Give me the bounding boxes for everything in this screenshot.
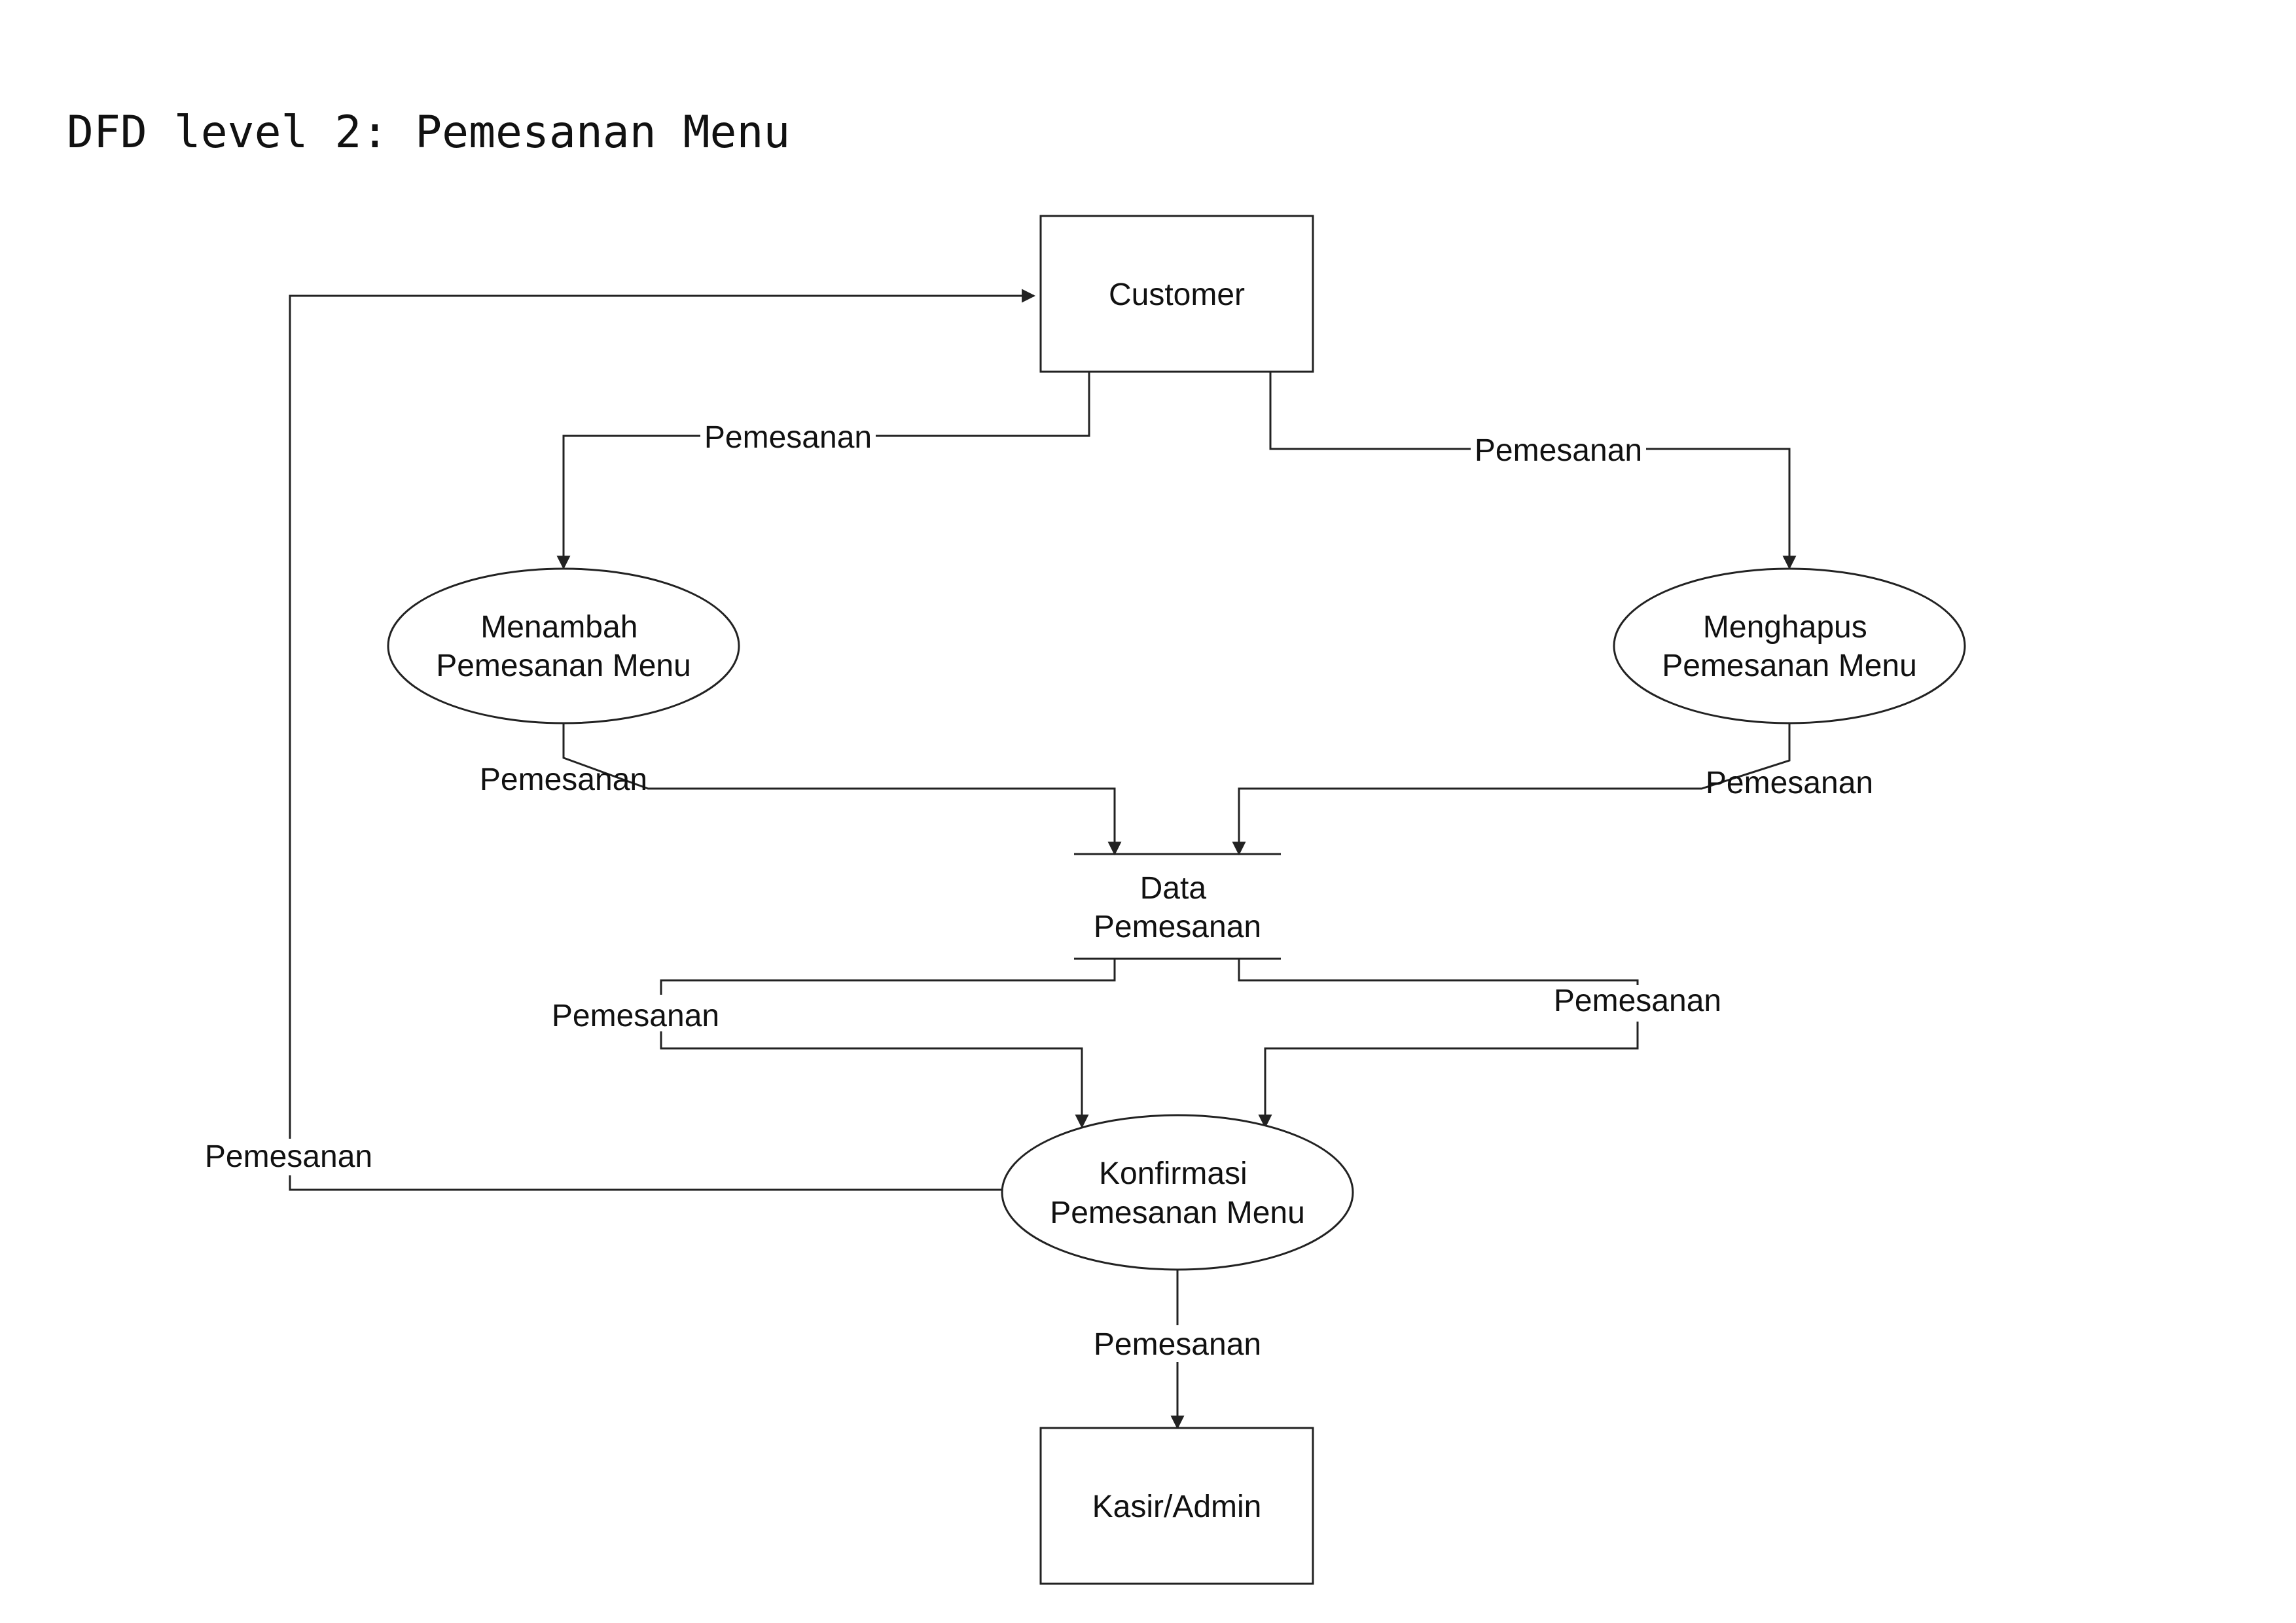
process-menambah-pemesanan-menu[interactable]: Menambah Pemesanan Menu <box>387 567 740 724</box>
process-konfirmasi-line2: Pemesanan Menu <box>1050 1196 1305 1230</box>
flow-label-customer-to-menghapus: Pemesanan <box>1475 433 1642 468</box>
flow-label-customer-to-menambah: Pemesanan <box>704 420 872 455</box>
diagram-title: DFD level 2: Pemesanan Menu <box>67 107 790 158</box>
flow-menghapus-to-store <box>1232 723 1791 856</box>
svg-text:Menghapus Pemesanan Menu: Menghapus Pemesanan Menu <box>1662 610 1917 683</box>
flow-label-store-to-konfirmasi-right: Pemesanan <box>1554 984 1721 1018</box>
process-menghapus-line1: Menghapus <box>1703 610 1867 645</box>
process-konfirmasi-line1: Konfirmasi <box>1099 1156 1247 1191</box>
process-konfirmasi-pemesanan-menu[interactable]: Konfirmasi Pemesanan Menu <box>1001 1114 1354 1271</box>
flow-konfirmasi-to-customer <box>289 289 1036 1191</box>
flow-menambah-to-store <box>562 723 1122 856</box>
entity-kasir-admin[interactable]: Kasir/Admin <box>1039 1427 1314 1585</box>
data-store-line1: Data <box>1140 871 1207 906</box>
svg-text:Menambah Pemesanan Menu: Menambah Pemesanan Menu <box>436 610 691 683</box>
flow-label-store-to-konfirmasi-left: Pemesanan <box>552 999 719 1033</box>
data-store-line2: Pemesanan <box>1094 910 1261 944</box>
svg-text:Data Pemesanan: Data Pemesanan <box>1094 871 1261 944</box>
flow-customer-to-menghapus <box>1269 372 1797 570</box>
process-menambah-line1: Menambah <box>480 610 637 645</box>
flow-customer-to-menambah <box>556 372 1090 570</box>
svg-text:Konfirmasi Pemesanan Men: Konfirmasi Pemesanan Menu <box>1050 1156 1305 1230</box>
entity-customer[interactable]: Customer <box>1039 215 1314 373</box>
entity-customer-label: Customer <box>1109 277 1245 312</box>
process-menghapus-pemesanan-menu[interactable]: Menghapus Pemesanan Menu <box>1613 567 1966 724</box>
flow-label-konfirmasi-to-kasir: Pemesanan <box>1094 1327 1261 1362</box>
data-store-pemesanan[interactable]: Data Pemesanan <box>1074 853 1281 960</box>
process-menghapus-line2: Pemesanan Menu <box>1662 649 1917 683</box>
entity-kasir-admin-label: Kasir/Admin <box>1092 1489 1262 1524</box>
process-menambah-line2: Pemesanan Menu <box>436 649 691 683</box>
flow-label-konfirmasi-to-customer: Pemesanan <box>205 1139 372 1174</box>
flow-label-menambah-to-store: Pemesanan <box>480 762 647 797</box>
flow-store-to-konfirmasi-left <box>660 959 1116 1129</box>
flow-label-menghapus-to-store: Pemesanan <box>1706 766 1873 800</box>
